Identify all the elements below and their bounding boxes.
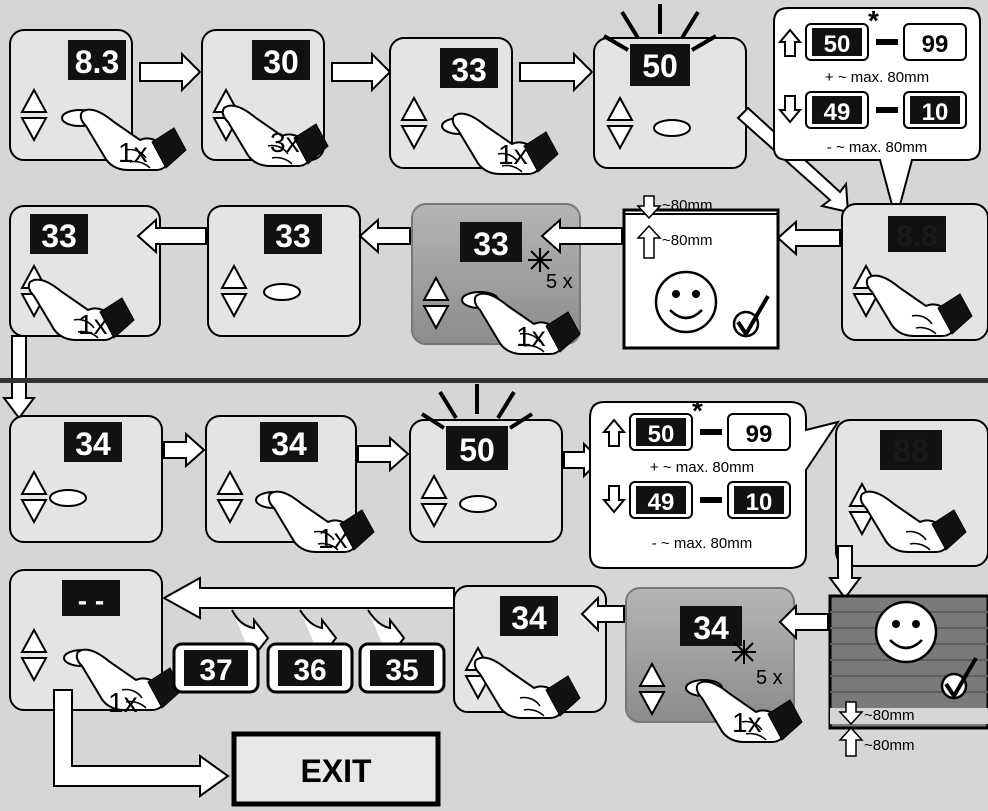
row1-display-2: 30 bbox=[263, 44, 299, 80]
row4-display-1: - - bbox=[78, 585, 104, 616]
row3-display-4: 88 bbox=[893, 433, 929, 469]
row1-count-2: 3x bbox=[270, 127, 300, 158]
row2-count-2: 1x bbox=[516, 321, 546, 352]
blink-star-icon bbox=[528, 248, 552, 272]
row1-panel-3: 33 1x bbox=[390, 38, 558, 174]
exit-box[interactable]: EXIT bbox=[234, 734, 438, 804]
row1-panel-1: 8.3 1x bbox=[10, 30, 186, 170]
row2-to-row3-arrow bbox=[4, 336, 34, 418]
row4-display-3: 34 bbox=[693, 610, 729, 646]
memory-value: 35 bbox=[385, 654, 418, 687]
row3-display-1: 34 bbox=[75, 426, 111, 462]
default-marker: * bbox=[868, 5, 879, 36]
set-button-icon[interactable] bbox=[654, 120, 690, 136]
range-start-value: 50 bbox=[824, 31, 851, 58]
up-travel-label: + ~ max. 80mm bbox=[650, 459, 754, 476]
set-button-icon[interactable] bbox=[264, 284, 300, 300]
range-end-value: 10 bbox=[922, 99, 949, 126]
row4-panel-3: 34 5 x 1x bbox=[626, 588, 802, 742]
row1-display-4: 50 bbox=[642, 48, 678, 84]
up-arrow-icon bbox=[840, 728, 862, 756]
row1-display-1: 8.3 bbox=[75, 44, 119, 80]
row3-count-1: 1x bbox=[318, 523, 348, 554]
row1-display-3: 33 bbox=[451, 52, 487, 88]
row4-panel-2: 34 bbox=[454, 586, 606, 718]
range-start-value: 49 bbox=[648, 489, 675, 516]
row2-count-1: 1x bbox=[78, 309, 108, 340]
default-marker: * bbox=[692, 395, 703, 426]
row1-panel-2: 30 3x bbox=[202, 30, 328, 166]
row4-desk-box: ~80mm ~80mm bbox=[830, 596, 988, 756]
row2-travel-down: ~80mm bbox=[662, 197, 712, 214]
row1-count-3: 1x bbox=[498, 139, 528, 170]
row1-panel-4: 50 bbox=[594, 4, 746, 168]
row2-panel-2: 33 bbox=[208, 206, 360, 336]
exit-label: EXIT bbox=[300, 753, 372, 789]
memory-value: 37 bbox=[199, 654, 232, 687]
set-button-icon[interactable] bbox=[50, 490, 86, 506]
row2-display-2: 33 bbox=[275, 218, 311, 254]
down-travel-label: - ~ max. 80mm bbox=[827, 139, 927, 156]
row4-blink-count: 5 x bbox=[756, 667, 783, 689]
row2-travel-up: ~80mm bbox=[662, 232, 712, 249]
row2-panel-1: 33 1x bbox=[10, 206, 160, 340]
row4-panel-1: - - 1x bbox=[10, 570, 182, 718]
blink-star-icon bbox=[732, 640, 756, 664]
row3-panel-4: 88 bbox=[836, 420, 988, 566]
row1-count-1: 1x bbox=[118, 137, 148, 168]
row2-display-1: 33 bbox=[41, 218, 77, 254]
range-end-value: 10 bbox=[746, 489, 773, 516]
row2-desk-box: ~80mm ~80mm bbox=[624, 196, 778, 348]
memory-value: 36 bbox=[293, 654, 326, 687]
row2-display-4: 8.8 bbox=[896, 220, 938, 253]
row4-travel-down: ~80mm bbox=[864, 707, 914, 724]
row2-panel-4: 8.8 bbox=[842, 204, 988, 340]
memory-slot-36: 36 bbox=[268, 644, 352, 692]
row2-blink-count: 5 x bbox=[546, 271, 573, 293]
smiley-icon bbox=[656, 272, 716, 332]
down-travel-label: - ~ max. 80mm bbox=[652, 535, 752, 552]
row3-panel-1: 34 bbox=[10, 416, 162, 542]
row3-display-2: 34 bbox=[271, 426, 307, 462]
row4-count-2: 1x bbox=[732, 707, 762, 738]
memory-slot-37: 37 bbox=[174, 644, 258, 692]
up-travel-label: + ~ max. 80mm bbox=[825, 69, 929, 86]
range-start-value: 50 bbox=[648, 421, 675, 448]
callout-bottom: 50 * 99 + ~ max. 80mm 49 10 - ~ max. 80m… bbox=[590, 395, 838, 568]
row2-display-3: 33 bbox=[473, 226, 509, 262]
row3-display-3: 50 bbox=[459, 432, 495, 468]
smiley-icon bbox=[876, 602, 936, 662]
memory-slot-35: 35 bbox=[360, 644, 444, 692]
row4-travel-up: ~80mm bbox=[864, 737, 914, 754]
range-end-value: 99 bbox=[922, 31, 949, 58]
row4-count-1: 1x bbox=[108, 687, 138, 718]
section-divider bbox=[0, 378, 988, 383]
range-end-value: 99 bbox=[746, 421, 773, 448]
row3-panel-3: 50 bbox=[410, 384, 562, 542]
row4-display-2: 34 bbox=[511, 600, 547, 636]
row3-panel-2: 34 1x bbox=[206, 416, 374, 554]
callout-top: 50 * 99 + ~ max. 80mm 49 10 - ~ max. 80m… bbox=[774, 5, 980, 220]
set-button-icon[interactable] bbox=[460, 496, 496, 512]
range-start-value: 49 bbox=[824, 99, 851, 126]
